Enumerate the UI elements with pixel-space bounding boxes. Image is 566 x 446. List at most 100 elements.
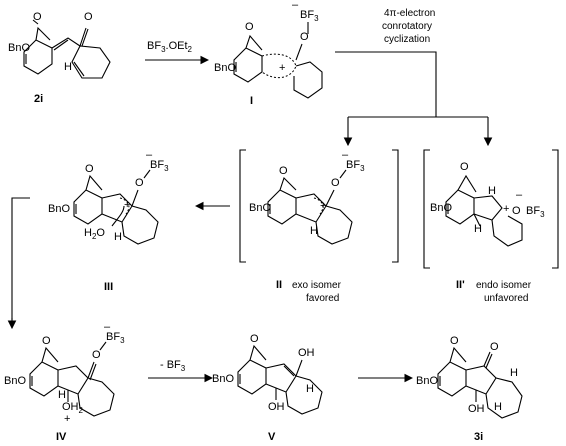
- compound-II: O + O BF3 – H BnO II exo isomer favored: [239, 149, 399, 304]
- oxonium-label: OH2: [62, 401, 84, 415]
- compound-IIp-caption-1: endo isomer: [476, 280, 532, 291]
- oxonium-charge: +: [64, 413, 70, 425]
- compound-III: O + O BF3 – H2O H BnO III: [48, 149, 169, 293]
- bridge-oxygen-label: O: [42, 335, 51, 347]
- compound-label-I: I: [250, 95, 253, 107]
- benzyloxy-label: BnO: [430, 202, 452, 214]
- hydroxyl-label: OH: [468, 403, 485, 415]
- hydrogen-label: H: [58, 389, 66, 401]
- benzyloxy-label: BnO: [48, 203, 70, 215]
- compound-label-2i: 2i: [34, 93, 43, 105]
- bf3-sub: 3: [314, 14, 319, 23]
- compound-label-3i: 3i: [474, 431, 483, 443]
- reagent-sub2: 2: [188, 45, 193, 54]
- compound-IIp-caption-2: unfavored: [484, 293, 528, 304]
- oxygen-label: O: [300, 31, 309, 43]
- compound-label-II: II: [276, 279, 282, 291]
- bridge-oxygen-label: O: [245, 21, 254, 33]
- benzyloxy-label: BnO: [4, 375, 26, 387]
- bf3-text: BF: [150, 159, 164, 171]
- bf3-sub: 3: [120, 336, 125, 345]
- cation-charge: +: [320, 200, 326, 212]
- condition-line-3: cyclization: [384, 34, 430, 45]
- hydrogen-label-upper: H: [510, 367, 518, 379]
- reagent-sub: 3: [161, 45, 166, 54]
- bridge-oxygen-label: O: [450, 335, 459, 347]
- reaction-arrow-1: BF3.OEt2: [145, 40, 210, 65]
- water-label: H2O: [84, 227, 105, 241]
- condition-line-1: 4π-electron: [384, 8, 435, 19]
- reagent-label: BF3.OEt2: [147, 40, 193, 54]
- hydrogen-label: H: [306, 383, 314, 395]
- negative-charge: –: [516, 189, 523, 201]
- cation-charge: +: [503, 203, 509, 215]
- minus-bf3-label: - BF3: [160, 359, 186, 373]
- bf3-label: BF3: [106, 331, 125, 345]
- bf3-sub: 3: [540, 210, 545, 219]
- hydrogen-label: H: [488, 185, 496, 197]
- ketone-oxygen-label: O: [490, 341, 499, 353]
- bf3-label: BF3: [300, 9, 319, 23]
- compound-IIp: O H + O BF3 – H BnO II' endo isomer unfa…: [423, 149, 559, 304]
- reaction-arrow-4: - BF3: [148, 359, 214, 383]
- benzyloxy-label: BnO: [212, 373, 234, 385]
- hydrogen-label: H: [64, 61, 72, 73]
- bf3-sub: 3: [164, 164, 169, 173]
- benzyloxy-label: BnO: [214, 62, 236, 74]
- hydrogen-label-lower: H: [494, 401, 502, 413]
- hydroxyl-label: OH: [268, 401, 285, 413]
- bridge-oxygen-label: O: [85, 163, 94, 175]
- compound-label-III: III: [104, 281, 113, 293]
- negative-charge: –: [342, 149, 349, 161]
- water-sub: 2: [92, 232, 97, 241]
- benzyloxy-label: BnO: [249, 202, 271, 214]
- enol-hydroxyl-label: OH: [298, 347, 315, 359]
- reaction-arrow-3: [7, 197, 30, 330]
- compound-label-IIp: II': [456, 279, 465, 291]
- cation-charge: +: [279, 62, 285, 74]
- compound-V: O OH H OH BnO V: [212, 333, 323, 443]
- minus-bf3-text: - BF: [160, 359, 181, 371]
- cation-charge: +: [124, 199, 130, 211]
- cyclization-step: 4π-electron conrotatory cyclization: [335, 8, 493, 147]
- reagent-tail: .OEt: [166, 40, 188, 52]
- bf3-text: BF: [346, 159, 360, 171]
- carbonyl-oxygen-label: O: [84, 11, 93, 23]
- bf3-label: BF3: [526, 205, 545, 219]
- bf3-text: BF: [300, 9, 314, 21]
- bf3-text: BF: [526, 205, 540, 217]
- compound-II-caption-1: exo isomer: [292, 280, 342, 291]
- oxygen-label: O: [512, 205, 521, 217]
- oxonium-text: OH: [62, 401, 79, 413]
- bf3-label: BF3: [150, 159, 169, 173]
- bridge-oxygen-label: O: [460, 161, 469, 173]
- compound-II-caption-2: favored: [306, 293, 339, 304]
- water-h: H: [84, 227, 92, 239]
- bridge-oxygen-label: O: [279, 165, 288, 177]
- negative-charge: –: [292, 0, 299, 11]
- compound-label-IV: IV: [56, 431, 67, 443]
- oxygen-label: O: [331, 177, 340, 189]
- negative-charge: –: [146, 149, 153, 161]
- bf3-sub: 3: [360, 164, 365, 173]
- hydrogen-label: H: [310, 225, 318, 237]
- condition-line-2: conrotatory: [382, 21, 432, 32]
- bridge-oxygen-label: O: [250, 333, 259, 345]
- compound-I: O + O BF3 – BnO I: [214, 0, 323, 107]
- hydrogen-label: H: [474, 223, 482, 235]
- water-o: O: [96, 227, 105, 239]
- oxygen-label: O: [135, 177, 144, 189]
- reagent-main: BF: [147, 40, 161, 52]
- oxonium-sub: 2: [79, 406, 84, 415]
- compound-label-V: V: [268, 431, 276, 443]
- bf3-label: BF3: [346, 159, 365, 173]
- compound-IV: O O BF3 – OH2 + H BnO IV: [4, 321, 125, 443]
- compound-3i: O O H H OH BnO 3i: [416, 335, 523, 443]
- oxygen-label: O: [92, 349, 101, 361]
- negative-charge: –: [104, 321, 111, 333]
- hydrogen-label: H: [114, 231, 122, 243]
- bf3-text: BF: [106, 331, 120, 343]
- compound-2i: O O BnO H 2i: [8, 11, 111, 105]
- benzyloxy-label: BnO: [416, 375, 438, 387]
